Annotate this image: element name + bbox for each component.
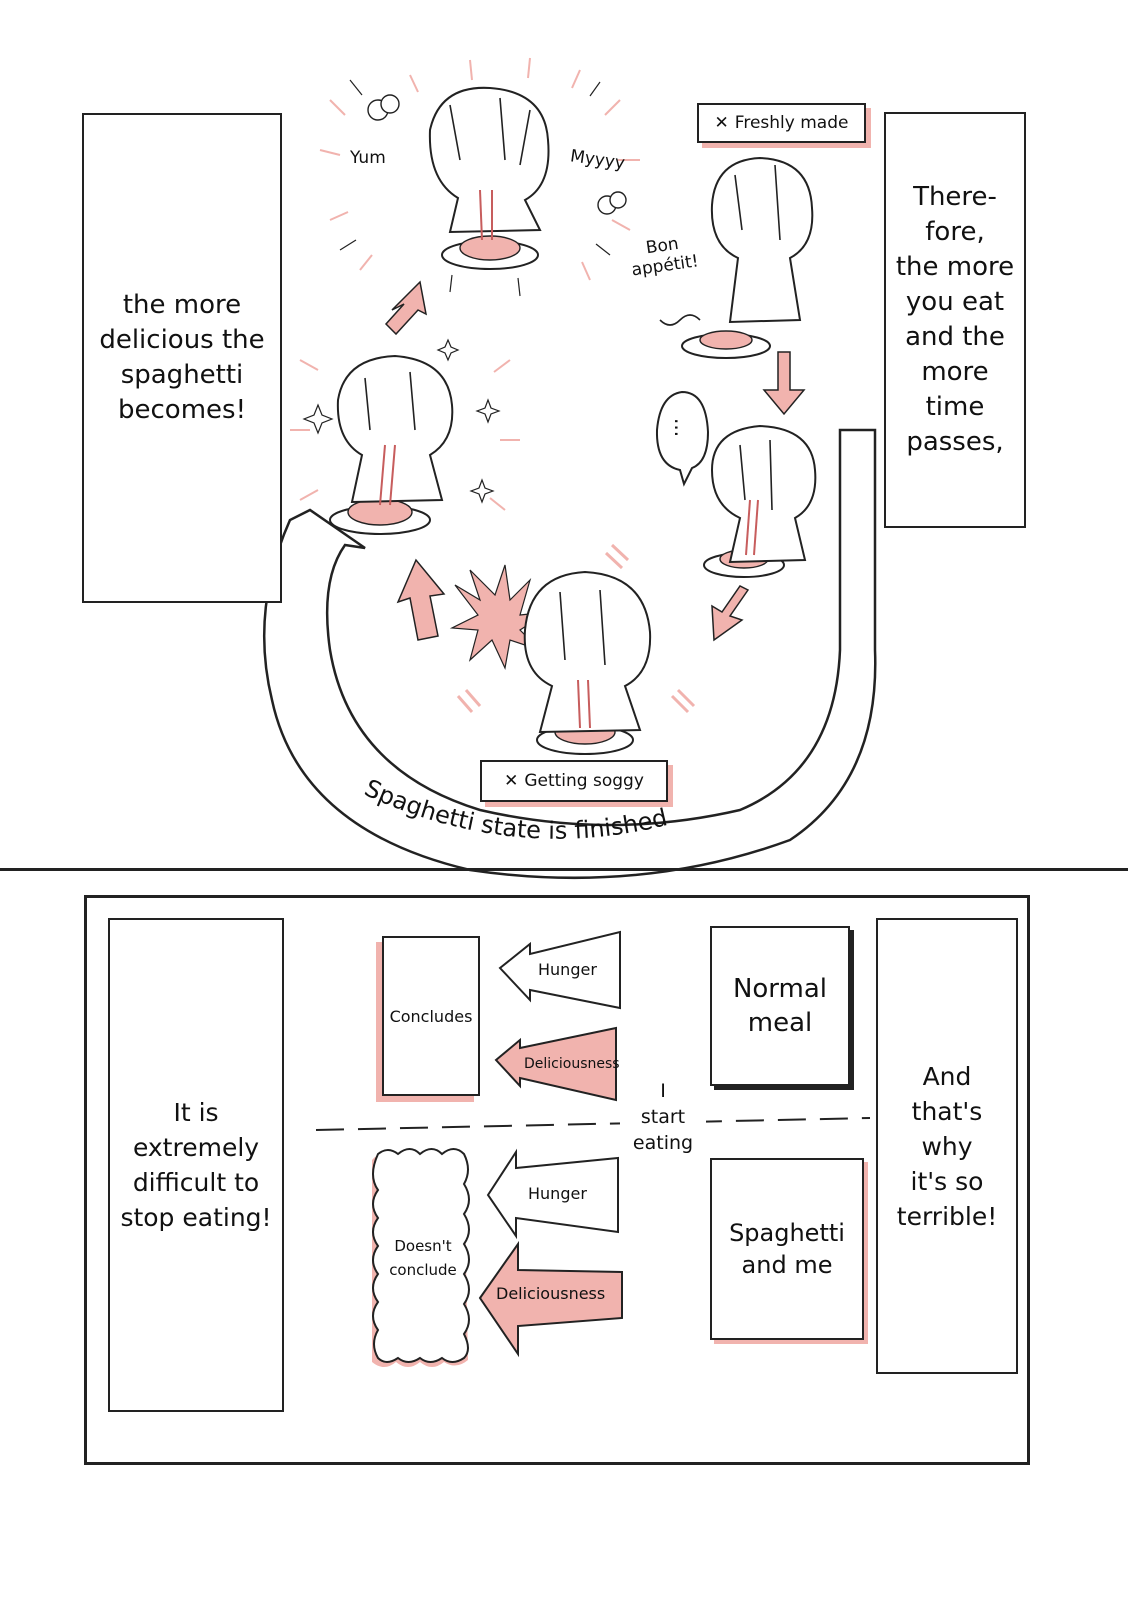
character-sparkly	[336, 354, 454, 504]
doesnt-conclude-label: Doesn't conclude	[389, 1237, 457, 1279]
freshly-made-label: Freshly made	[734, 113, 849, 133]
top-left-caption: the more delicious the spaghetti becomes…	[99, 290, 265, 425]
arrow-up-left	[396, 558, 446, 641]
normal-meal-label: Normal meal	[732, 974, 828, 1038]
cycle-track	[262, 428, 877, 880]
bottom-left-caption-box: It is extremely difficult to stop eating…	[108, 918, 284, 1412]
deliciousness-bottom-label: Deliciousness	[496, 1284, 606, 1303]
spaghetti-and-me-label: Spaghetti and me	[729, 1219, 845, 1279]
getting-soggy-tag: ✕ Getting soggy	[480, 760, 668, 802]
hunger-top-label: Hunger	[538, 960, 597, 979]
freshly-made-tag: ✕ Freshly made	[697, 103, 866, 143]
bottom-right-caption: And that's why it's so terrible!	[896, 1061, 998, 1231]
character-soggy	[523, 570, 652, 734]
tag-mark-icon: ✕	[504, 771, 519, 791]
bottom-left-caption: It is extremely difficult to stop eating…	[120, 1098, 272, 1232]
top-right-caption-box: There- fore, the more you eat and the mo…	[884, 112, 1026, 528]
speech-bubble	[655, 390, 710, 487]
top-right-caption: There- fore, the more you eat and the mo…	[895, 182, 1015, 457]
tag-mark-icon: ✕	[714, 113, 729, 133]
bottom-right-caption-box: And that's why it's so terrible!	[876, 918, 1018, 1374]
spaghetti-and-me-box: Spaghetti and me	[710, 1158, 864, 1340]
bottom-panel	[84, 895, 1030, 1465]
yum-sfx: Yum	[350, 148, 386, 168]
arrow-down-left	[711, 585, 750, 642]
concludes-box: Concludes	[382, 936, 480, 1096]
character-bon-appetit	[710, 156, 814, 324]
arrow-up-right	[384, 280, 428, 336]
character-yum	[428, 86, 550, 234]
top-left-caption-box: the more delicious the spaghetti becomes…	[82, 113, 282, 603]
i-start-eating-label: I start eating	[620, 1078, 706, 1156]
deliciousness-top-label: Deliciousness	[524, 1056, 620, 1072]
character-eating	[710, 424, 817, 564]
concludes-label: Concludes	[389, 1006, 473, 1026]
hunger-bottom-label: Hunger	[528, 1184, 587, 1203]
speech-bubble-text: ...	[670, 418, 694, 438]
normal-meal-box: Normal meal	[710, 926, 850, 1086]
arrow-down-right	[762, 351, 806, 416]
getting-soggy-label: Getting soggy	[524, 771, 644, 791]
panel-divider	[0, 868, 1128, 871]
